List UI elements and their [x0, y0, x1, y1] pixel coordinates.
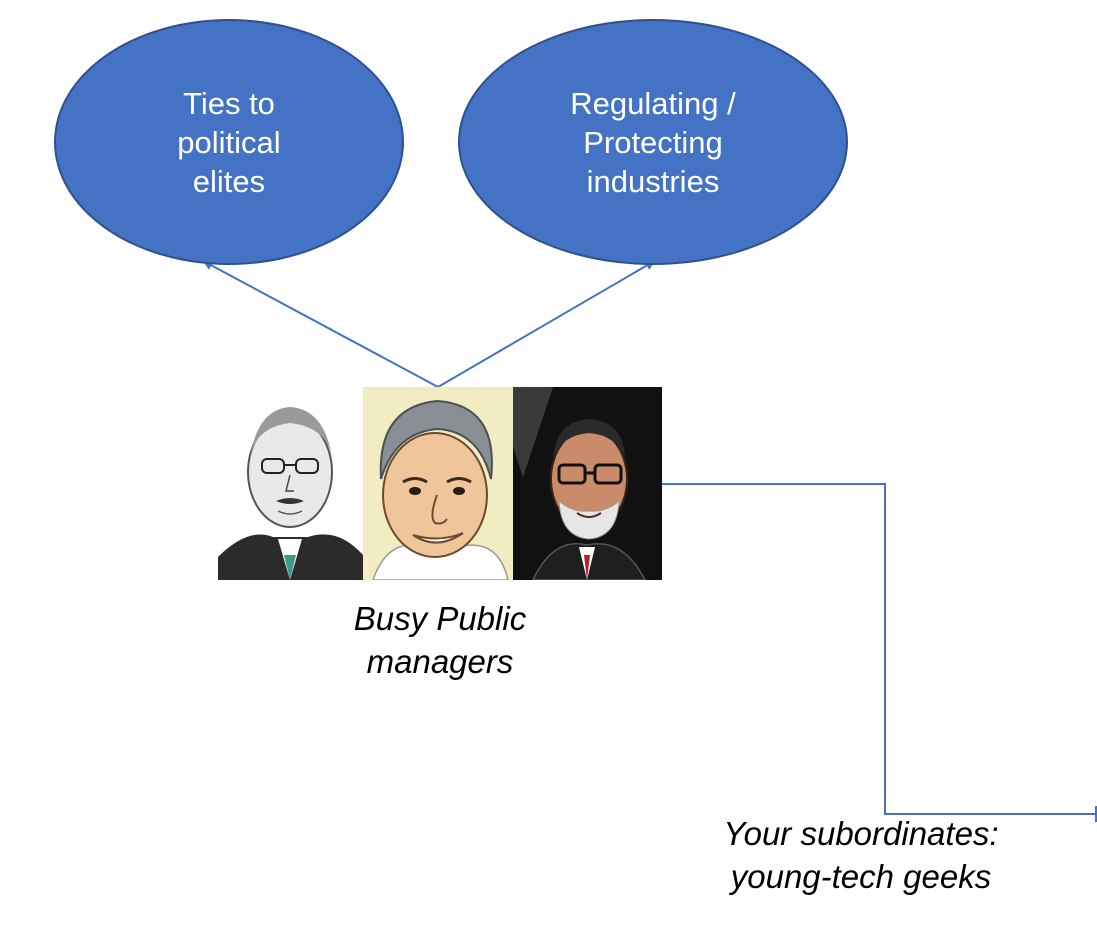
political-ties-label: Ties to political elites — [177, 85, 281, 199]
subordinates-label: Your subordinates: young-tech geeks — [723, 815, 999, 895]
portrait-caricature-man — [363, 387, 513, 580]
arrow-to-political-ties — [202, 260, 439, 388]
public-managers-portraits — [218, 387, 662, 580]
elbow-connector-to-subordinates — [662, 483, 1097, 815]
regulating-industries-node: Regulating / Protecting industries — [458, 19, 848, 265]
portrait-sketch-man — [218, 387, 363, 580]
regulating-industries-label: Regulating / Protecting industries — [570, 85, 736, 199]
arrow-to-regulating-industries — [437, 260, 656, 388]
portrait-bearded-man — [513, 387, 662, 580]
public-managers-label: Busy Public managers — [353, 600, 527, 680]
political-ties-node: Ties to political elites — [54, 19, 404, 265]
